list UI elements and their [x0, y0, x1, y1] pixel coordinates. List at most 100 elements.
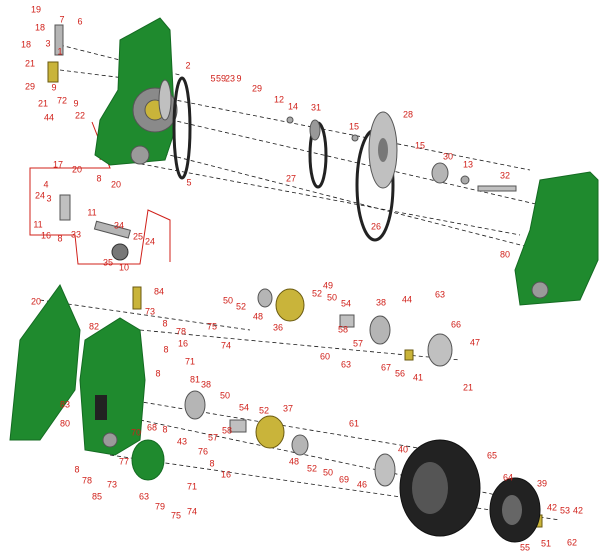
- callout-label: 54: [238, 402, 250, 413]
- callout-label: 81: [189, 374, 201, 385]
- callout-label: 30: [442, 151, 454, 162]
- callout-label: 31: [310, 102, 322, 113]
- callout-label: 71: [186, 481, 198, 492]
- callout-label: 28: [402, 109, 414, 120]
- callout-label: 21: [37, 98, 49, 109]
- callout-label: 8: [74, 464, 80, 475]
- callout-label: 66: [450, 319, 462, 330]
- callout-label: 63: [340, 359, 352, 370]
- callout-label: 29: [251, 83, 263, 94]
- callout-label: 4: [43, 179, 49, 190]
- callout-label: 69: [338, 474, 350, 485]
- bracket-part: [47, 61, 59, 83]
- callout-label: 52: [258, 405, 270, 416]
- callout-label: 8: [163, 344, 169, 355]
- callout-label: 40: [397, 444, 409, 455]
- callout-label: 63: [434, 289, 446, 300]
- callout-label: 74: [220, 340, 232, 351]
- callout-label: 38: [375, 297, 387, 308]
- callout-label: 74: [186, 506, 198, 517]
- callout-label: 19: [30, 4, 42, 15]
- callout-label: 57: [352, 338, 364, 349]
- callout-label: 12: [273, 94, 285, 105]
- callout-label: 9: [73, 98, 79, 109]
- callout-label: 3: [46, 193, 52, 204]
- callout-label: 56: [394, 368, 406, 379]
- callout-label: 24: [144, 236, 156, 247]
- callout-label: 61: [348, 418, 360, 429]
- callout-label: 63: [138, 491, 150, 502]
- callout-label: 29: [24, 81, 36, 92]
- callout-label: 8: [162, 318, 168, 329]
- callout-label: 83: [59, 399, 71, 410]
- callout-label: 70: [130, 427, 142, 438]
- callout-label: 21: [462, 382, 474, 393]
- callout-label: 41: [412, 372, 424, 383]
- callout-label: 37: [282, 403, 294, 414]
- drive-belt-small: [172, 76, 192, 180]
- right-upper-housing: [514, 171, 599, 306]
- callout-label: 25: [132, 231, 144, 242]
- callout-label: 82: [88, 321, 100, 332]
- callout-label: 60: [319, 351, 331, 362]
- callout-label: 8: [162, 424, 168, 435]
- callout-label: 5: [210, 73, 216, 84]
- callout-label: 52: [311, 288, 323, 299]
- callout-label: 42: [572, 505, 584, 516]
- callout-label: 80: [59, 418, 71, 429]
- callout-label: 21: [24, 58, 36, 69]
- callout-label: 75: [170, 510, 182, 521]
- callout-label: 3: [45, 38, 51, 49]
- callout-label: 73: [144, 306, 156, 317]
- callout-label: 47: [469, 337, 481, 348]
- callout-label: 68: [146, 422, 158, 433]
- callout-label: 65: [486, 450, 498, 461]
- callout-label: 38: [200, 379, 212, 390]
- callout-label: 5: [186, 177, 192, 188]
- callout-label: 36: [272, 322, 284, 333]
- brass-hub-upper: [275, 288, 305, 322]
- callout-label: 54: [340, 298, 352, 309]
- callout-label: 78: [81, 475, 93, 486]
- callout-label: 58: [221, 425, 233, 436]
- callout-label: 77: [118, 456, 130, 467]
- callout-label: 32: [499, 170, 511, 181]
- callout-label: 71: [184, 356, 196, 367]
- callout-label: 57: [207, 432, 219, 443]
- callout-label: 73: [106, 479, 118, 490]
- callout-label: 53: [559, 505, 571, 516]
- callout-label: 50: [219, 390, 231, 401]
- callout-label: 2: [185, 60, 191, 71]
- callout-label: 20: [110, 179, 122, 190]
- callout-label: 75: [206, 321, 218, 332]
- callout-label: 58: [337, 324, 349, 335]
- lower-left-plate: [9, 284, 81, 441]
- callout-label: 48: [252, 311, 264, 322]
- callout-label: 84: [153, 286, 165, 297]
- callout-label: 42: [546, 502, 558, 513]
- callout-label: 46: [356, 479, 368, 490]
- callout-label: 23: [224, 73, 236, 84]
- callout-label: 10: [118, 262, 130, 273]
- callout-label: 55: [519, 542, 531, 553]
- callout-label: 22: [74, 110, 86, 121]
- callout-label: 50: [322, 467, 334, 478]
- callout-label: 16: [40, 230, 52, 241]
- callout-label: 18: [20, 39, 32, 50]
- callout-label: 72: [56, 95, 68, 106]
- callout-label: 20: [71, 164, 83, 175]
- callout-label: 24: [34, 190, 46, 201]
- callout-label: 20: [30, 296, 42, 307]
- callout-label: 16: [177, 338, 189, 349]
- callout-label: 16: [220, 469, 232, 480]
- callout-label: 50: [326, 292, 338, 303]
- callout-label: 8: [209, 458, 215, 469]
- lower-main-housing: [79, 317, 146, 456]
- callout-label: 33: [70, 229, 82, 240]
- callout-label: 11: [87, 207, 97, 218]
- callout-label: 62: [566, 537, 578, 548]
- flange-part: [427, 333, 453, 367]
- callout-label: 8: [155, 368, 161, 379]
